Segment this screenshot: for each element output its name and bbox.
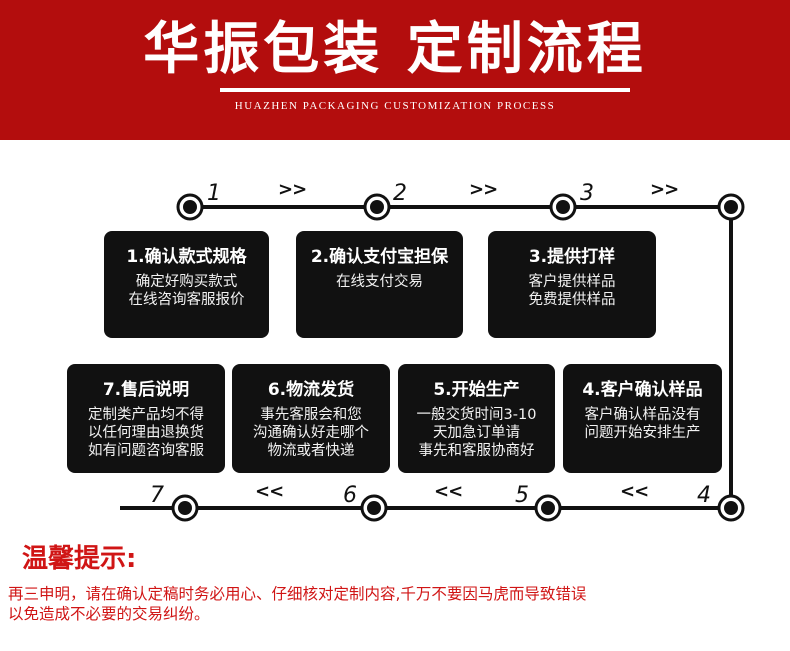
step-card-desc: 定制类产品均不得 以任何理由退换货 如有问题咨询客服 — [88, 407, 204, 459]
step-dot-3 — [549, 193, 577, 221]
step-card-4: 4.客户确认样品 客户确认样品没有 问题开始安排生产 — [563, 364, 722, 473]
step-dot-5 — [534, 494, 562, 522]
backward-arrow-icon: << — [620, 481, 649, 502]
step-dot-4 — [717, 494, 745, 522]
step-number-2: 2 — [393, 181, 407, 206]
step-number-1: 1 — [207, 181, 221, 206]
step-card-5: 5.开始生产 一般交货时间3-10 天加急订单请 事先和客服协商好 — [398, 364, 555, 473]
step-dot-2 — [363, 193, 391, 221]
step-card-6: 6.物流发货 事先客服会和您 沟通确认好走哪个 物流或者快递 — [232, 364, 390, 473]
forward-arrow-icon: >> — [469, 179, 498, 200]
step-card-title: 5.开始生产 — [433, 380, 520, 400]
step-card-title: 6.物流发货 — [267, 380, 355, 400]
page-subtitle: HUAZHEN PACKAGING CUSTOMIZATION PROCESS — [234, 100, 556, 112]
step-card-desc: 客户确认样品没有 问题开始安排生产 — [584, 407, 701, 441]
step-card-1: 1.确认款式规格 确定好购买款式 在线咨询客服报价 — [104, 231, 269, 338]
step-card-title: 2.确认支付宝担保 — [310, 247, 449, 267]
header-banner: 华振包装 定制流程 HUAZHEN PACKAGING CUSTOMIZATIO… — [0, 0, 790, 140]
step-number-6: 6 — [343, 483, 357, 508]
page-title: 华振包装 定制流程 — [143, 17, 647, 82]
backward-arrow-icon: << — [255, 481, 284, 502]
step-dot-1 — [176, 193, 204, 221]
step-card-desc: 确定好购买款式 在线咨询客服报价 — [128, 274, 245, 308]
step-number-3: 3 — [580, 181, 594, 206]
step-dot-7 — [171, 494, 199, 522]
step-card-2: 2.确认支付宝担保 在线支付交易 — [296, 231, 463, 338]
forward-arrow-icon: >> — [650, 179, 679, 200]
step-card-desc: 在线支付交易 — [336, 274, 423, 290]
step-card-desc: 客户提供样品 免费提供样品 — [528, 274, 616, 308]
forward-arrow-icon: >> — [278, 179, 307, 200]
notice-title: 温馨提示: — [22, 544, 137, 574]
step-number-4: 4 — [697, 483, 711, 508]
step-card-title: 7.售后说明 — [102, 380, 190, 400]
backward-arrow-icon: << — [434, 481, 463, 502]
step-card-desc: 一般交货时间3-10 天加急订单请 事先和客服协商好 — [416, 407, 537, 459]
step-card-title: 3.提供打样 — [528, 247, 616, 267]
title-underline — [220, 88, 630, 92]
step-card-title: 4.客户确认样品 — [582, 380, 703, 400]
step-card-7: 7.售后说明 定制类产品均不得 以任何理由退换货 如有问题咨询客服 — [67, 364, 225, 473]
notice-text: 再三申明，请在确认定稿时务必用心、仔细核对定制内容,千万不要因马虎而导致错误 以… — [8, 585, 587, 623]
step-card-title: 1.确认款式规格 — [126, 247, 247, 267]
step-card-desc: 事先客服会和您 沟通确认好走哪个 物流或者快递 — [253, 407, 369, 459]
step-number-5: 5 — [515, 483, 529, 508]
step-dot-6 — [360, 494, 388, 522]
step-card-3: 3.提供打样 客户提供样品 免费提供样品 — [488, 231, 656, 338]
step-dot-corner — [717, 193, 745, 221]
step-number-7: 7 — [150, 483, 164, 508]
